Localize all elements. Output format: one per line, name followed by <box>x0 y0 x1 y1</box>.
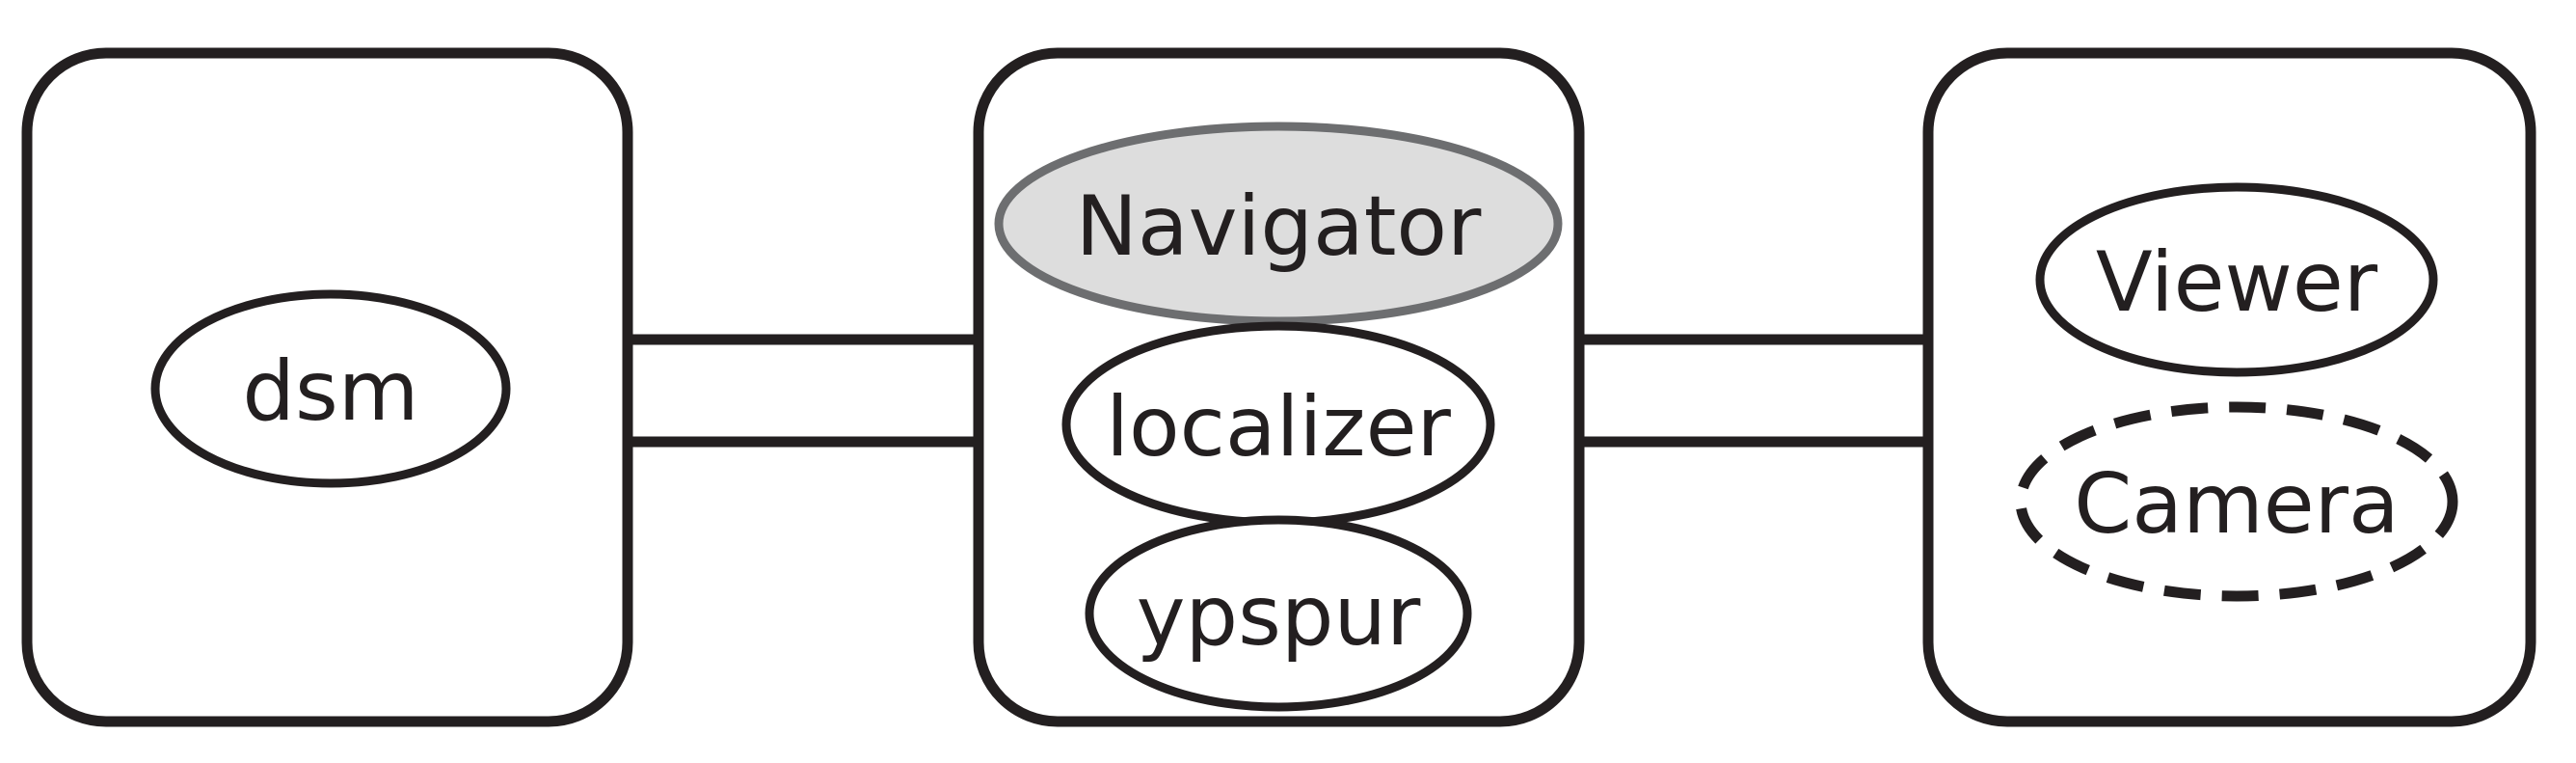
right-module-outline[interactable] <box>1922 47 2536 727</box>
dsm-ellipse[interactable] <box>150 289 511 488</box>
viewer-label: Viewer <box>2096 234 2378 331</box>
middle-module-box[interactable]: Navigator localizer ypspur <box>973 47 1585 727</box>
right-module-box[interactable]: Viewer Camera <box>1922 47 2536 727</box>
node-navigator[interactable]: Navigator <box>994 122 1563 326</box>
navigator-ellipse[interactable] <box>994 122 1563 326</box>
camera-label: Camera <box>2074 456 2400 553</box>
ypspur-label: ypspur <box>1137 568 1421 665</box>
viewer-ellipse[interactable] <box>2035 182 2438 377</box>
node-viewer[interactable]: Viewer <box>2035 182 2438 377</box>
node-localizer[interactable]: localizer <box>1061 321 1495 528</box>
connector-group <box>622 334 1934 448</box>
navigator-label: Navigator <box>1076 178 1482 275</box>
node-ypspur[interactable]: ypspur <box>1085 515 1472 712</box>
camera-ellipse[interactable] <box>2015 401 2458 602</box>
ypspur-ellipse[interactable] <box>1085 515 1472 712</box>
node-dsm[interactable]: dsm <box>150 289 511 488</box>
dsm-label: dsm <box>242 343 418 440</box>
left-module-box[interactable]: dsm <box>21 47 633 727</box>
localizer-label: localizer <box>1106 379 1451 476</box>
node-camera[interactable]: Camera <box>2015 401 2458 602</box>
